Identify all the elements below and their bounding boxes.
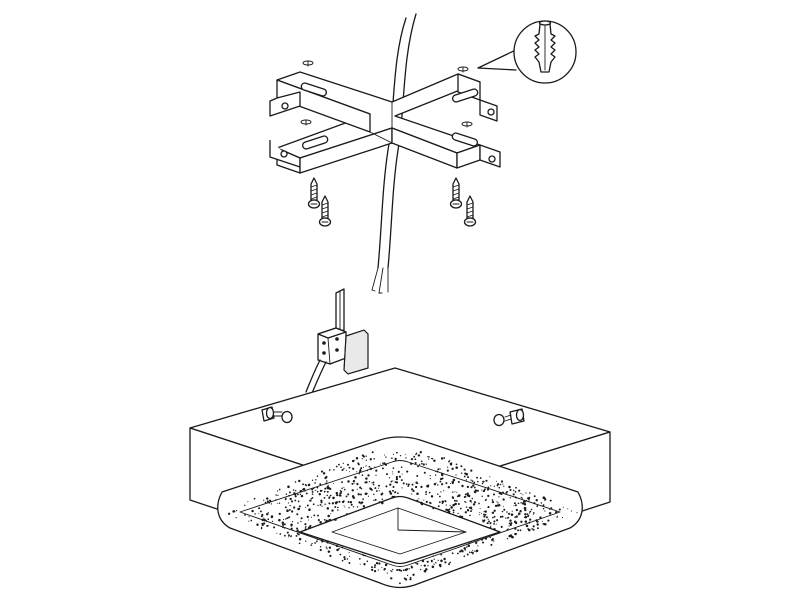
screw-with-wall-plug: [463, 195, 477, 227]
fixing-screw: [493, 408, 525, 427]
fixing-screw: [261, 406, 293, 424]
wall-plug-detail-callout: [477, 20, 577, 84]
crystal-texture: [227, 451, 578, 585]
screw-with-wall-plug: [307, 177, 321, 209]
wall-plug-icon: [534, 20, 556, 73]
mains-cable: [371, 13, 417, 294]
hole-marker: [300, 60, 473, 128]
screw-with-wall-plug: [318, 195, 332, 227]
mounting-bracket: [269, 71, 501, 174]
screw-with-wall-plug: [449, 177, 463, 209]
terminal-block: [305, 288, 369, 394]
led-diffuser-ring: [217, 436, 583, 589]
screw-set: [307, 177, 477, 227]
